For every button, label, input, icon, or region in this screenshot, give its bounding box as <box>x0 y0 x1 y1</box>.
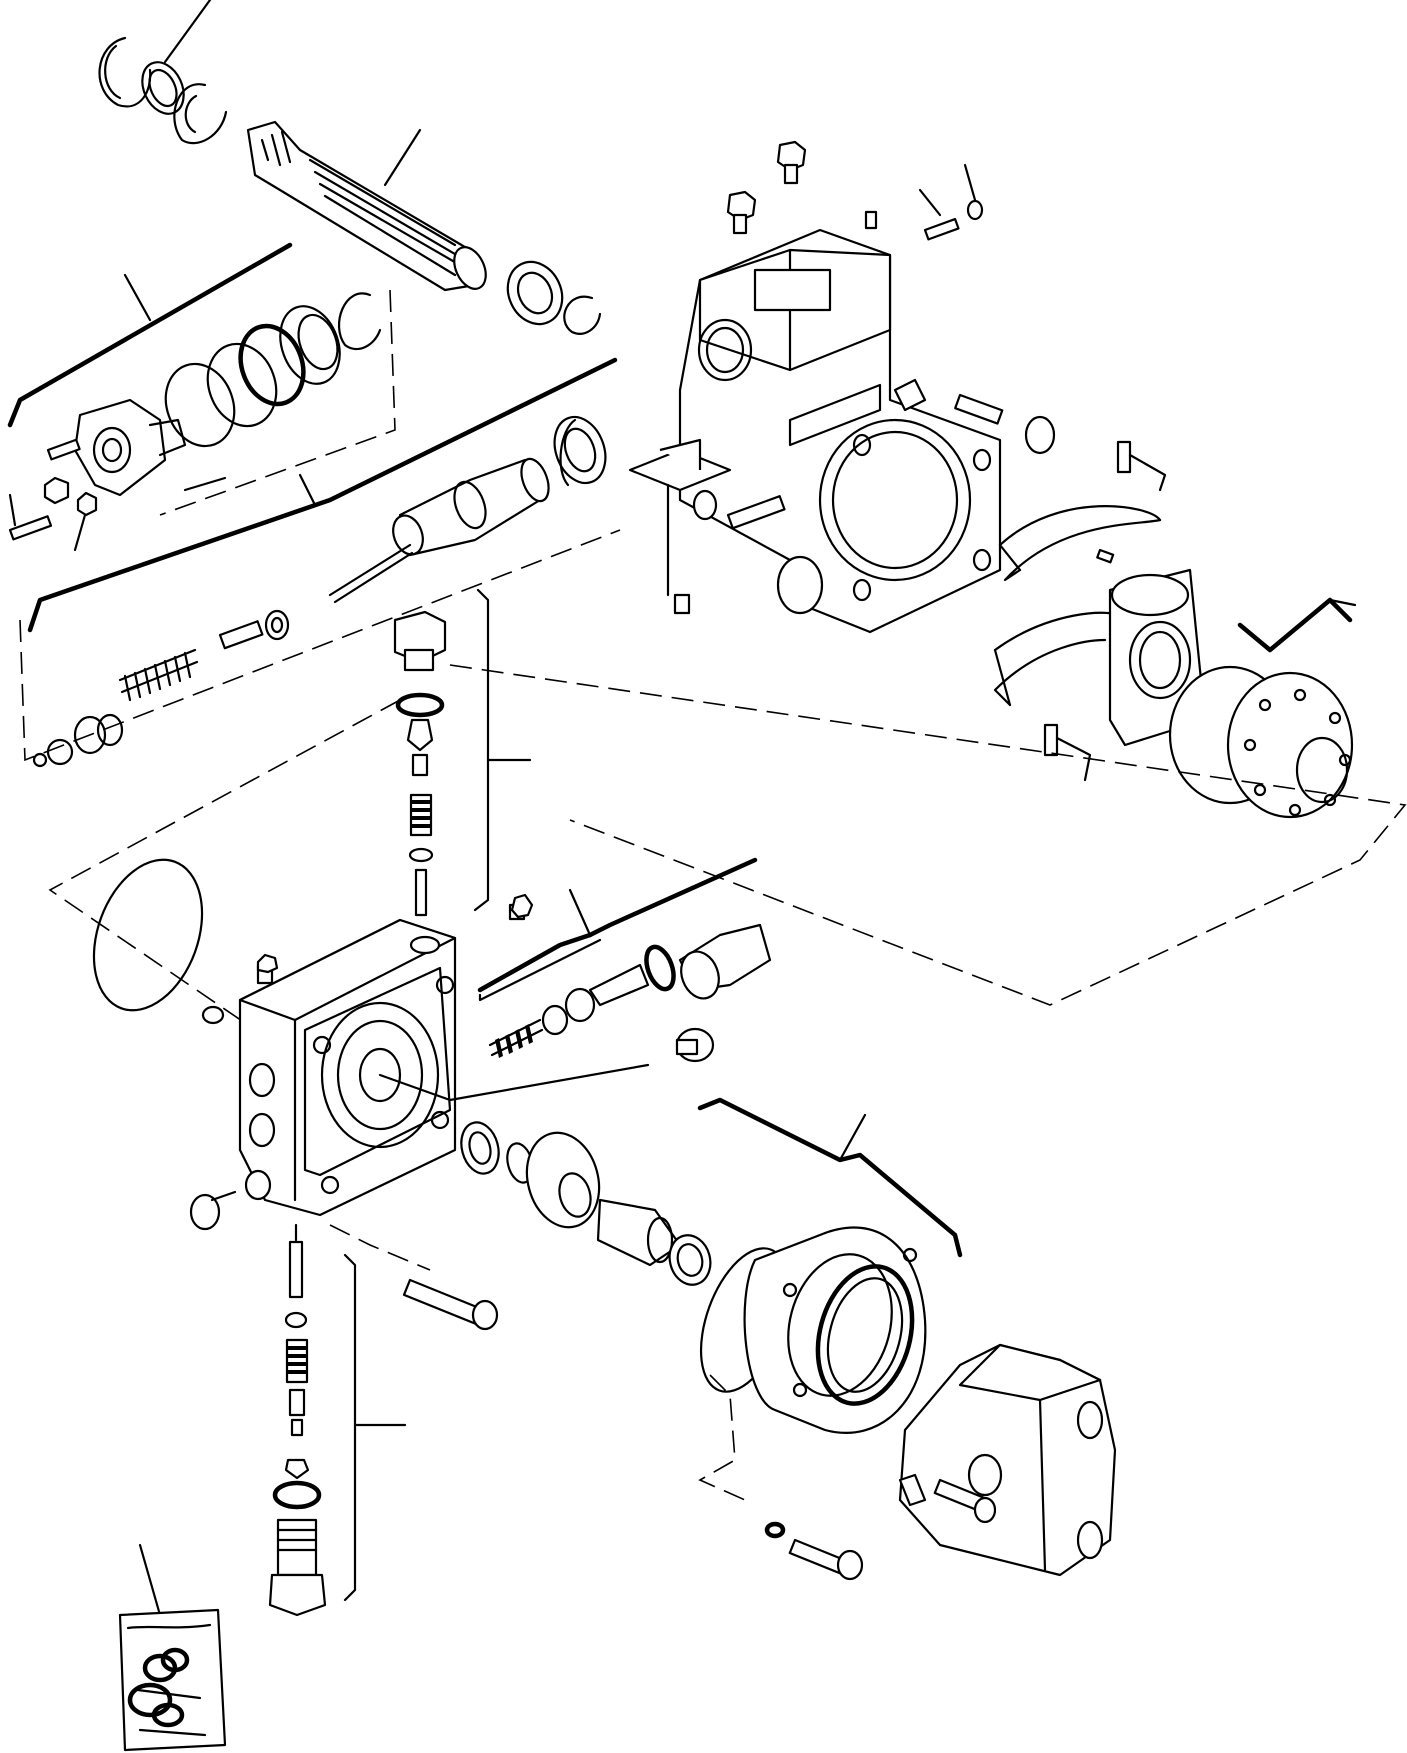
seal-kit-parts <box>8 292 382 552</box>
drive-shaft <box>246 120 487 292</box>
seal-kit-bag-icon <box>118 1543 227 1752</box>
shaft-bearing <box>506 260 602 335</box>
servo-spool-group <box>19 357 621 768</box>
relief-valve-stack-upper <box>393 588 532 917</box>
cylinder-block <box>1168 597 1357 819</box>
gear-pump <box>898 1343 1117 1577</box>
port-block <box>189 918 457 1231</box>
gasket-ring <box>92 858 225 1025</box>
snap-ring-group <box>98 0 228 145</box>
front-flange-housing <box>698 1226 927 1501</box>
mounting-bolt <box>764 1521 864 1581</box>
side-fitting <box>478 893 602 1002</box>
assembly-guide-line-2 <box>48 699 401 1041</box>
housing-fittings <box>666 140 1056 615</box>
pump-housing <box>628 228 1002 634</box>
front-shaft-parts <box>329 1121 712 1331</box>
relief-valve-stack-lower <box>268 1223 407 1617</box>
assembly-guide-line <box>449 664 1407 1006</box>
front-flange-bracket <box>697 1097 963 1258</box>
pressure-valve-right <box>448 857 772 1102</box>
seal-kit-bracket <box>7 242 396 516</box>
